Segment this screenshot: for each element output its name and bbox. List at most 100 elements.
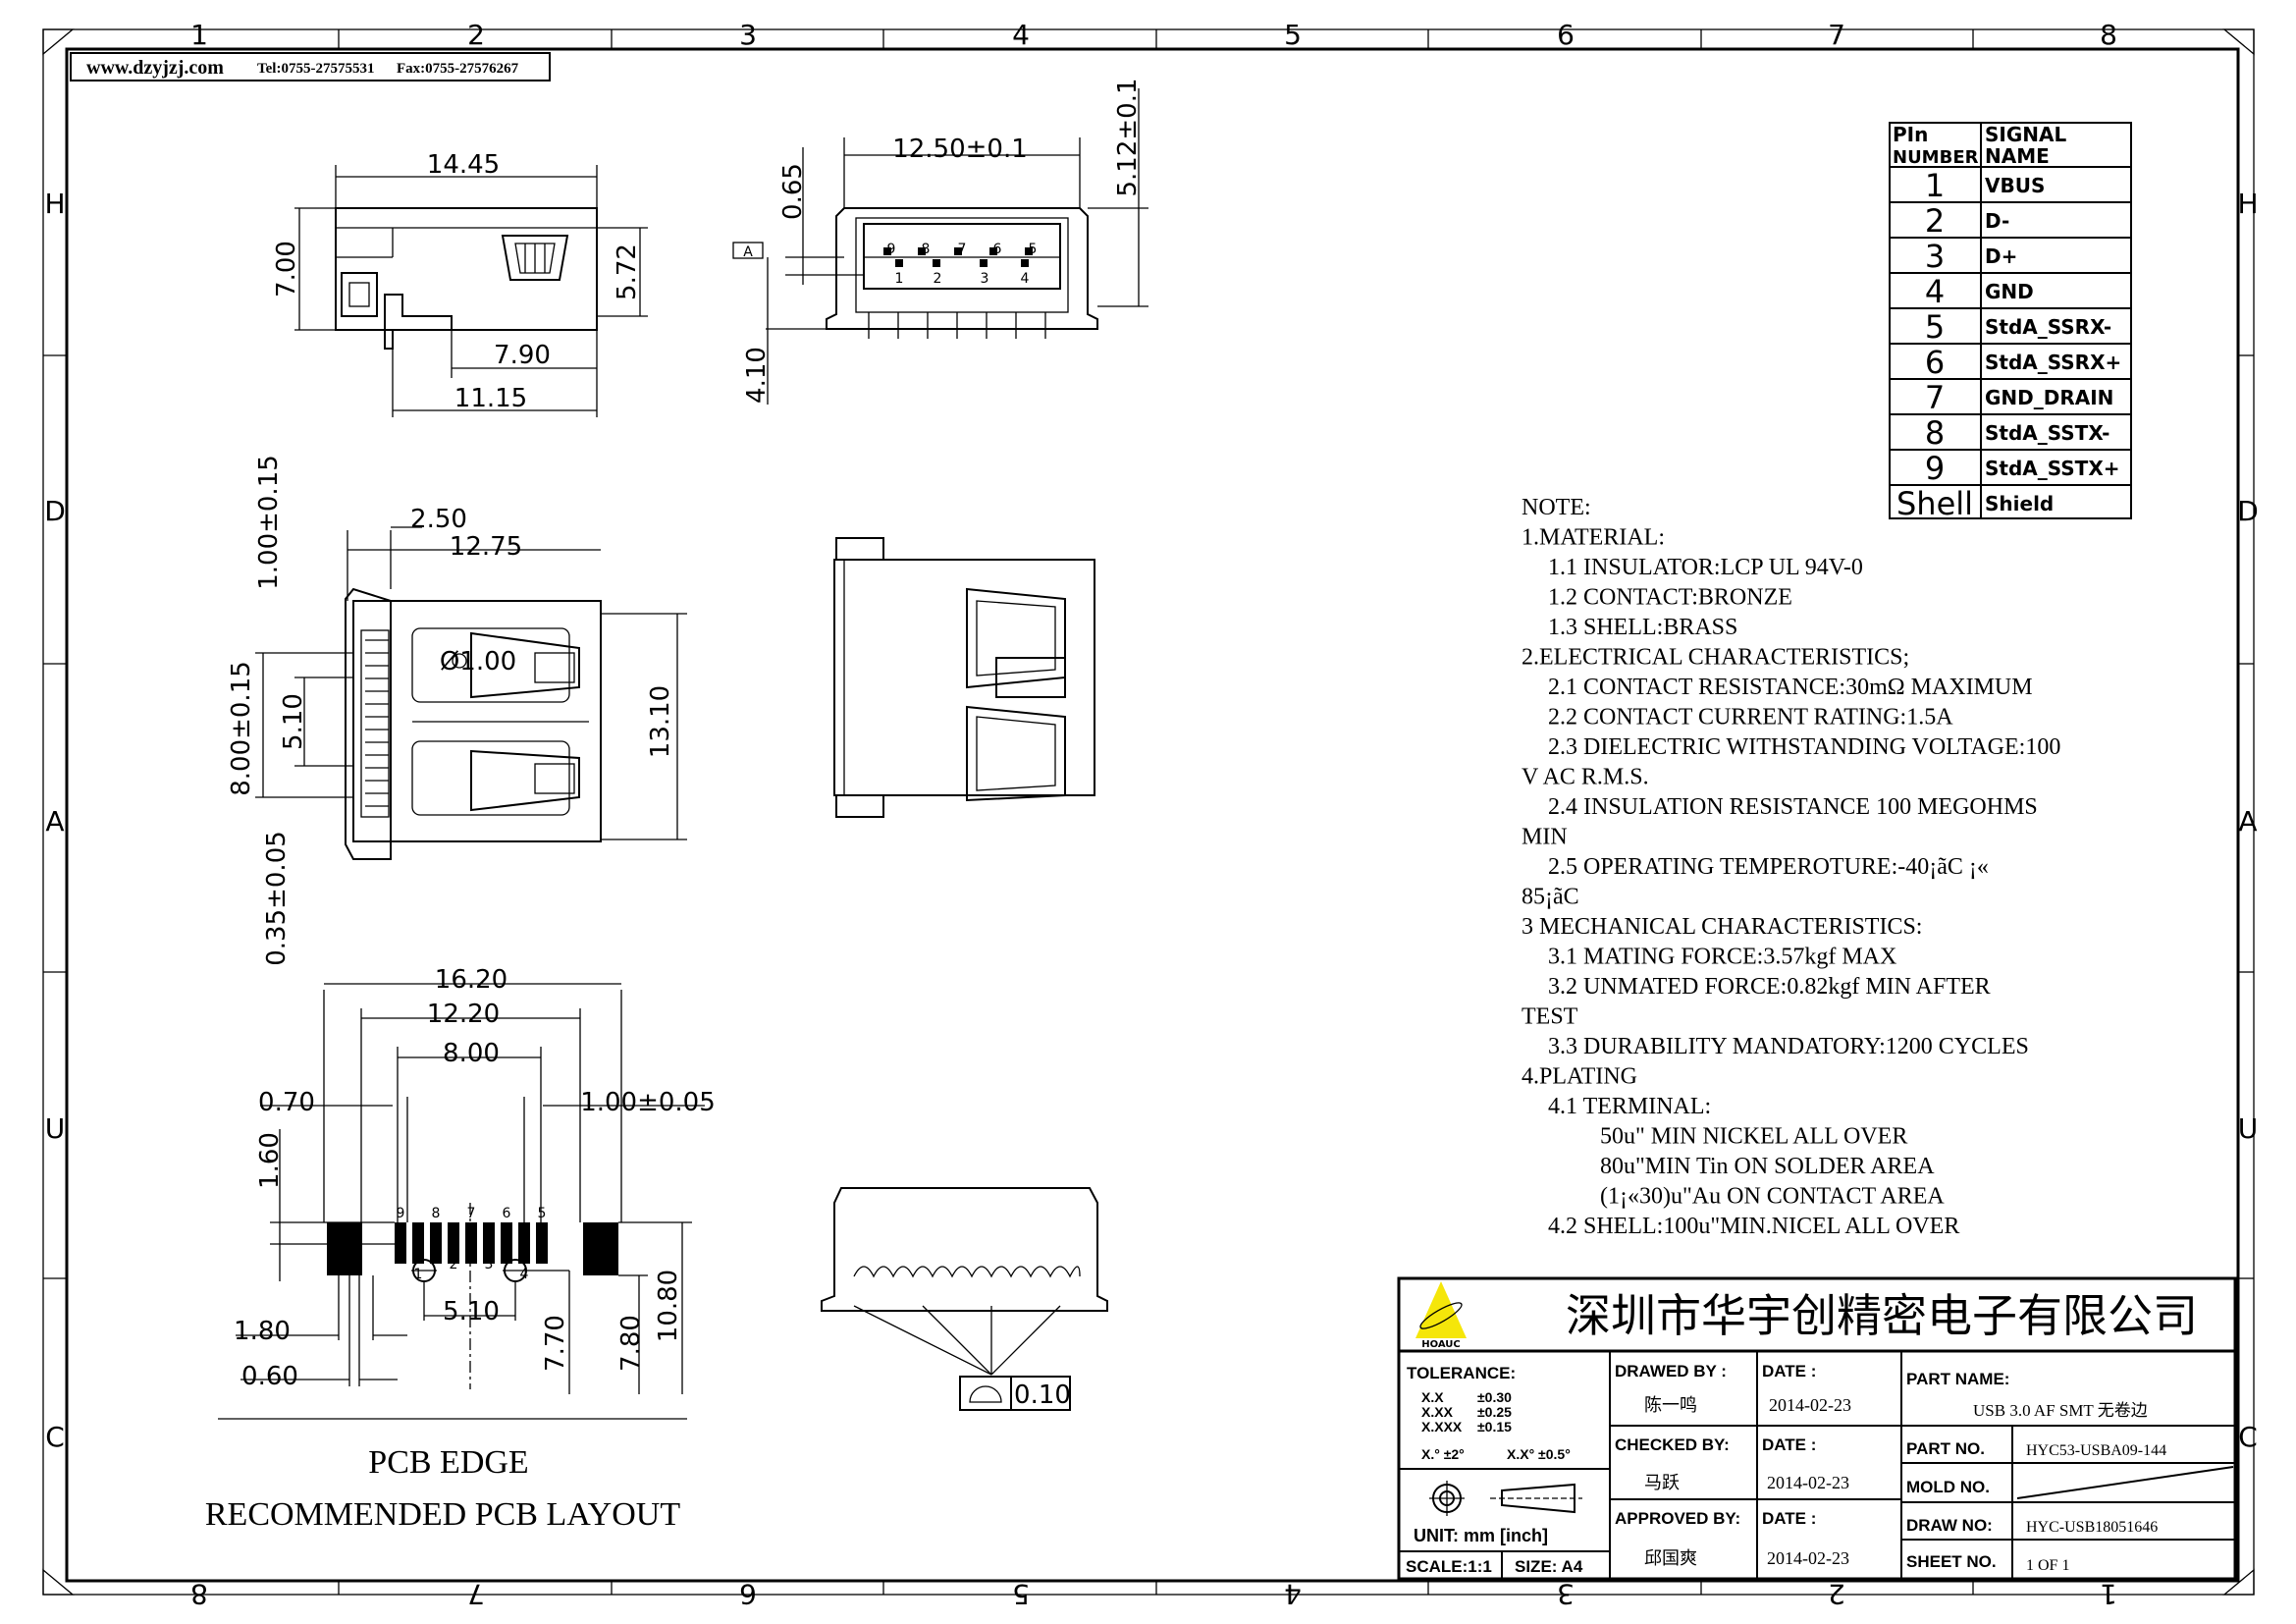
tolerance-format: X.XXX	[1421, 1419, 1463, 1435]
pin-signal: StdA_SSTX+	[1985, 457, 2120, 480]
date-checked: 2014-02-23	[1767, 1473, 1849, 1492]
unit-label: UNIT: mm [inch]	[1414, 1526, 1548, 1545]
grid-label: 3	[739, 19, 757, 51]
note-line: 2.2 CONTACT CURRENT RATING:1.5A	[1548, 705, 1953, 731]
tolerance-format: X.X	[1421, 1389, 1444, 1405]
company-logo: HOAUC	[1415, 1281, 1467, 1350]
grid-label: 5	[1012, 1578, 1030, 1610]
front-pin-label: 1	[895, 271, 904, 287]
side-view: 14.45 7.00 5.72 7.90 11.15	[272, 150, 648, 417]
date-approved: 2014-02-23	[1767, 1548, 1849, 1568]
note-line: 1.1 INSULATOR:LCP UL 94V-0	[1548, 555, 1863, 580]
date-label: DATE :	[1762, 1435, 1816, 1454]
checked-by-label: CHECKED BY:	[1615, 1435, 1730, 1454]
grid-label: 3	[1557, 1578, 1575, 1610]
date-label: DATE :	[1762, 1362, 1816, 1380]
dim-front-offset: 0.65	[778, 163, 808, 220]
tolerance-format: X.XX	[1421, 1404, 1454, 1420]
grid-label: 8	[190, 1578, 208, 1610]
dim-pcb-pad-width: 0.70	[258, 1088, 315, 1117]
note-line: V AC R.M.S.	[1522, 765, 1649, 790]
dim-pcb-pin-span: 8.00	[443, 1039, 500, 1068]
pin-signal: GND_DRAIN	[1985, 386, 2113, 409]
website-link[interactable]: www.dzyjzj.com	[86, 57, 224, 79]
grid-label: 4	[1284, 1578, 1302, 1610]
dim-top-width: 13.10	[646, 685, 675, 758]
pcb-layout: 9 8 7 6 5 1 2 3 4 16.20 12.20 8.00 0.70 …	[205, 965, 716, 1533]
tolerance-value: ±0.25	[1477, 1404, 1512, 1420]
top-view: 1.00±0.15 2.50 12.75 Ø1.00 8.00±0.15 5.1…	[227, 455, 687, 966]
dim-top-pin-width: 0.35±0.05	[262, 831, 292, 966]
pin-signal: StdA_SSTX-	[1985, 421, 2109, 445]
draw-no: HYC-USB18051646	[2026, 1519, 2158, 1536]
dim-front-depth: 4.10	[742, 347, 772, 404]
pin-signal: VBUS	[1985, 174, 2045, 197]
note-line: 85¡ãC	[1522, 885, 1579, 910]
note-line: 1.2 CONTACT:BRONZE	[1548, 585, 1792, 611]
title-block: HOAUC 深圳市华宇创精密电子有限公司 TOLERANCE: X.X ±0.3…	[1397, 1276, 2237, 1581]
pcb-pin-label: 9	[397, 1206, 405, 1221]
datum-a: A	[743, 244, 753, 260]
grid-label: 5	[1284, 19, 1302, 51]
dim-pcb-hole-pitch: 5.10	[443, 1297, 500, 1326]
pcb-pin-label: 8	[432, 1206, 441, 1221]
signal-header: SIGNAL	[1985, 123, 2066, 146]
company-name: 深圳市华宇创精密电子有限公司	[1566, 1289, 2198, 1342]
note-line: 2.5 OPERATING TEMPEROTURE:-40¡ãC ¡«	[1548, 854, 1989, 880]
dim-pcb-edge-2: 0.60	[241, 1362, 298, 1391]
signal-pads	[395, 1222, 548, 1264]
fax-text: Fax:0755-27576267	[397, 61, 519, 77]
note-line: 2.3 DIELECTRIC WITHSTANDING VOLTAGE:100	[1548, 734, 2060, 760]
pcb-pin-label: 7	[467, 1206, 476, 1221]
projection-symbol-icon	[1429, 1481, 1582, 1516]
outer-frame	[42, 28, 2255, 1596]
approved-by-label: APPROVED BY:	[1615, 1509, 1740, 1528]
pin-signal: StdA_SSRX-	[1985, 315, 2111, 339]
note-line: 3.1 MATING FORCE:3.57kgf MAX	[1548, 945, 1896, 970]
grid-label: 2	[467, 19, 485, 51]
grid-label: 6	[1557, 19, 1575, 51]
dim-pcb-shell-pad-dist: 7.80	[616, 1315, 646, 1372]
notes: NOTE:1.MATERIAL:1.1 INSULATOR:LCP UL 94V…	[1522, 495, 2060, 1239]
part-name: USB 3.0 AF SMT 无卷边	[1973, 1401, 2148, 1420]
tolerance-value: ±0.30	[1477, 1389, 1512, 1405]
grid-label: 7	[467, 1578, 485, 1610]
note-line: (1¡«30)u"Au ON CONTACT AREA	[1600, 1184, 1945, 1210]
inner-frame	[65, 47, 2240, 1583]
pin-number: 8	[1925, 414, 1945, 452]
pin-number: 7	[1925, 379, 1945, 416]
pin-number: 1	[1925, 167, 1945, 204]
front-pin-label: 2	[934, 271, 942, 287]
note-line: 1.MATERIAL:	[1522, 525, 1665, 551]
dim-pcb-shell-span: 12.20	[427, 1000, 500, 1029]
front-pin-label: 4	[1021, 271, 1030, 287]
tel-text: Tel:0755-27575531	[257, 61, 374, 77]
part-no-label: PART NO.	[1906, 1439, 1985, 1458]
grid-label: 7	[1828, 19, 1845, 51]
pcb-pin-label: 5	[538, 1206, 547, 1221]
grid-column-labels-bottom: 8 7 6 5 4 3 2 1	[190, 1578, 2117, 1610]
front-pin-label: 3	[981, 271, 989, 287]
part-name-label: PART NAME:	[1906, 1370, 2009, 1388]
grid-label: 2	[1828, 1578, 1845, 1610]
note-line: TEST	[1522, 1004, 1578, 1030]
grid-label: D	[2237, 495, 2259, 527]
dim-flatness: 0.10	[1014, 1380, 1071, 1410]
dim-pcb-edge-1: 1.80	[234, 1317, 291, 1346]
pcb-pin-label: 6	[503, 1206, 511, 1221]
pin-number: 2	[1925, 202, 1945, 240]
dim-pcb-hole-dist: 7.70	[541, 1315, 570, 1372]
pin-signal: D-	[1985, 209, 2009, 233]
drawed-by-label: DRAWED BY :	[1615, 1362, 1727, 1380]
grid-label: C	[2238, 1421, 2258, 1453]
dim-pcb-depth: 10.80	[654, 1270, 683, 1342]
pin-signal: Shield	[1985, 492, 2054, 515]
contact-header: www.dzyjzj.com Tel:0755-27575531 Fax:075…	[70, 52, 551, 81]
front-view: A 9 8 7 6 5 1 2 3 4 12.50±0.1 5.12±0.1 0…	[732, 78, 1148, 405]
dim-top-pitch: 2.50	[410, 505, 467, 534]
pin-header: NUMBER	[1893, 147, 1979, 168]
pin-number: 5	[1925, 308, 1945, 346]
dim-top-hole: Ø1.00	[440, 647, 516, 677]
grid-label: 1	[2100, 1578, 2117, 1610]
